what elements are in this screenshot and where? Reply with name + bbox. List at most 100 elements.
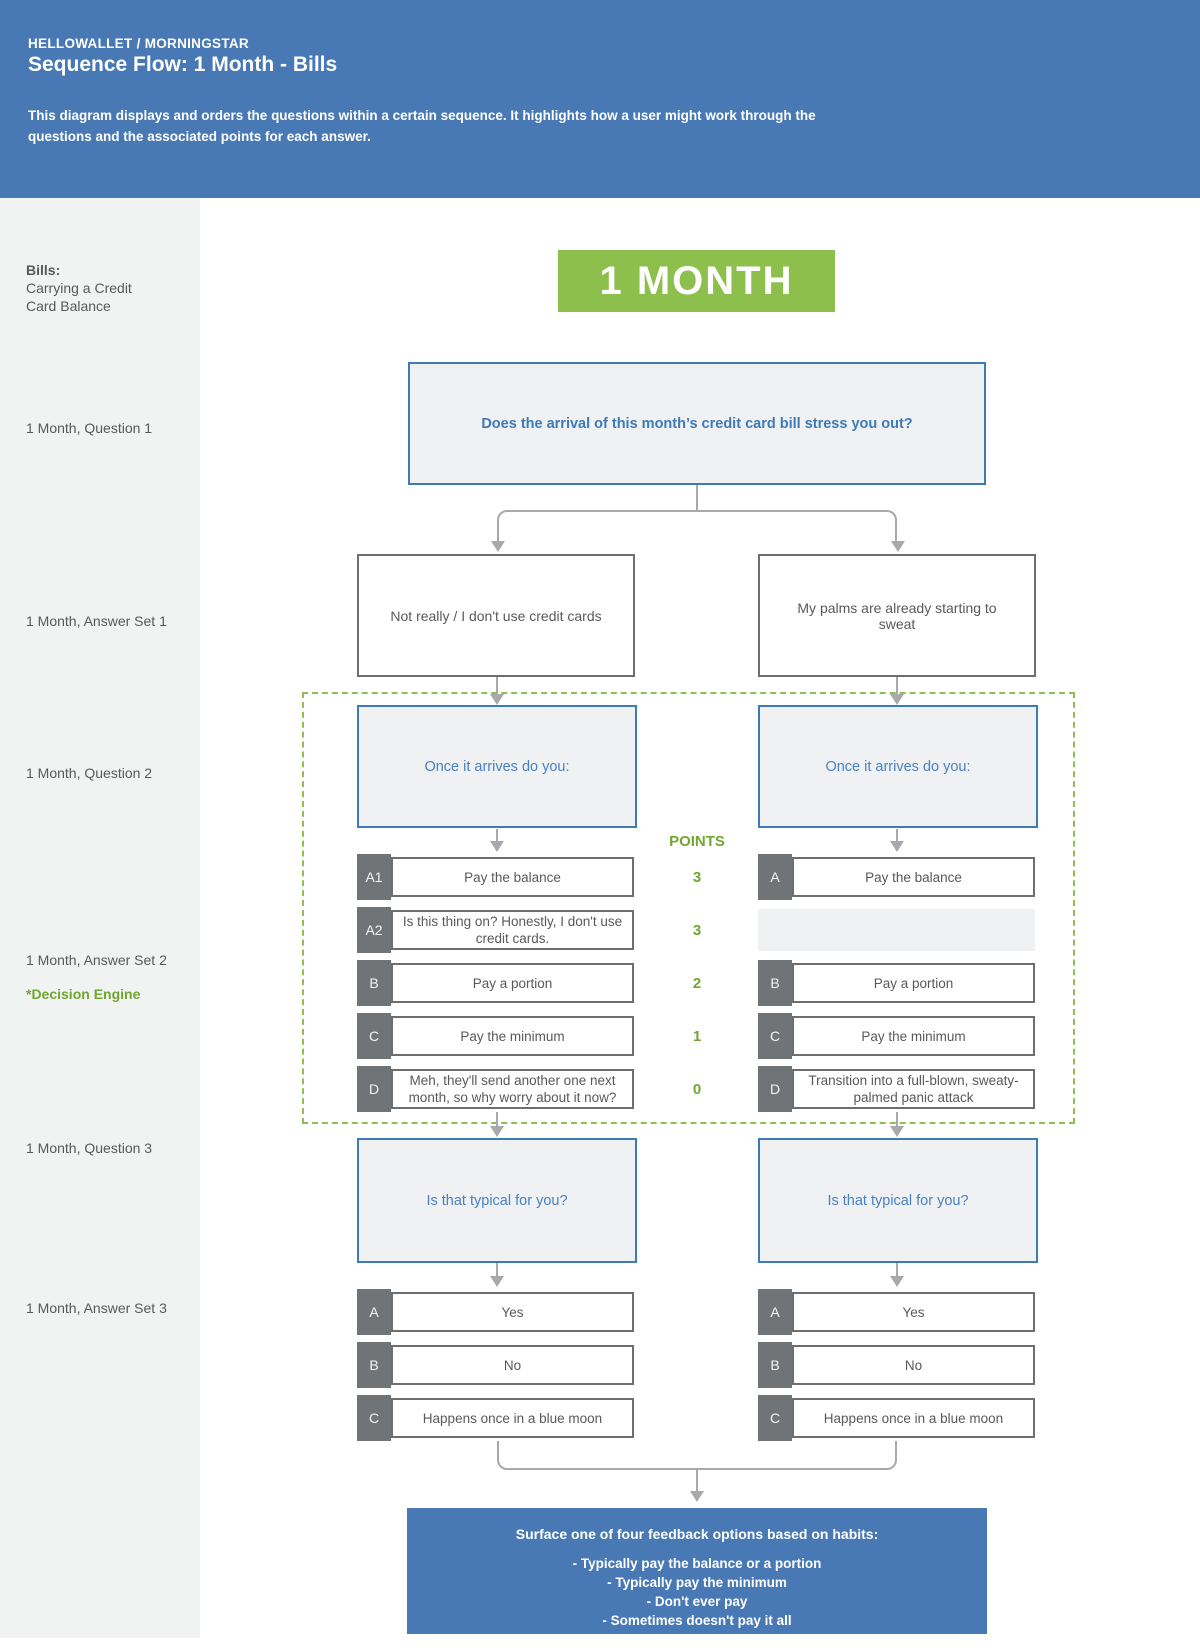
sidebar-label-answer-set1: 1 Month, Answer Set 1 bbox=[26, 613, 167, 629]
arrow-down-icon bbox=[891, 541, 905, 552]
answer-tag: C bbox=[357, 1013, 391, 1059]
month-banner: 1 MONTH bbox=[558, 250, 835, 312]
answer-row-b-left: B No bbox=[357, 1342, 634, 1388]
answer-row-b-right: B Pay a portion bbox=[758, 960, 1035, 1006]
brand-label: HELLOWALLET / MORNINGSTAR bbox=[28, 36, 249, 51]
points-header: POINTS bbox=[669, 833, 725, 850]
answer-text: Pay a portion bbox=[391, 963, 634, 1003]
feedback-option: - Don't ever pay bbox=[646, 1594, 748, 1609]
answer-text: No bbox=[792, 1345, 1035, 1385]
points-value: 0 bbox=[692, 1081, 702, 1098]
question2-right-box: Once it arrives do you: bbox=[758, 705, 1038, 828]
question2-left-box: Once it arrives do you: bbox=[357, 705, 637, 828]
answer-tag: A bbox=[758, 1289, 792, 1335]
answer-text: Yes bbox=[391, 1292, 634, 1332]
feedback-option: - Typically pay the balance or a portion bbox=[572, 1556, 822, 1571]
points-value: 2 bbox=[692, 975, 702, 992]
arrow-down-icon bbox=[491, 541, 505, 552]
answer-row-c-right: C Pay the minimum bbox=[758, 1013, 1035, 1059]
feedback-option: - Typically pay the minimum bbox=[607, 1575, 787, 1590]
sidebar-section-title: Bills: bbox=[26, 262, 61, 278]
answer-text: Pay the balance bbox=[391, 857, 634, 897]
answer-text: Transition into a full-blown, sweaty-pal… bbox=[792, 1069, 1035, 1109]
answer-tag: B bbox=[758, 960, 792, 1006]
answer-tag: C bbox=[357, 1395, 391, 1441]
answer-row-d-right: D Transition into a full-blown, sweaty-p… bbox=[758, 1066, 1035, 1112]
sidebar-label-decision-engine: *Decision Engine bbox=[26, 986, 141, 1002]
answer-text: Is this thing on? Honestly, I don't use … bbox=[391, 910, 634, 950]
connector-stem bbox=[696, 485, 698, 512]
answer-row-c-left: C Pay the minimum bbox=[357, 1013, 634, 1059]
sidebar-label-answer-set3: 1 Month, Answer Set 3 bbox=[26, 1300, 167, 1316]
answer-text: No bbox=[391, 1345, 634, 1385]
connector-split-left bbox=[497, 510, 697, 542]
arrow-down-icon bbox=[490, 841, 504, 852]
connector-merge-right bbox=[697, 1441, 897, 1470]
connector-line bbox=[496, 677, 498, 695]
points-value: 3 bbox=[692, 869, 702, 886]
connector-line bbox=[896, 677, 898, 695]
answer-text: Pay the minimum bbox=[391, 1016, 634, 1056]
points-value: 1 bbox=[692, 1028, 702, 1045]
answer-row-d-left: D Meh, they'll send another one next mon… bbox=[357, 1066, 634, 1112]
answer-tag: B bbox=[758, 1342, 792, 1388]
header: HELLOWALLET / MORNINGSTAR Sequence Flow:… bbox=[0, 0, 1200, 198]
connector-line bbox=[496, 1112, 498, 1127]
points-value: 3 bbox=[692, 922, 702, 939]
sidebar: Bills: Carrying a Credit Card Balance 1 … bbox=[0, 198, 200, 1638]
arrow-down-icon bbox=[890, 1276, 904, 1287]
answer-set1-left-box: Not really / I don't use credit cards bbox=[357, 554, 635, 677]
arrow-down-icon bbox=[690, 1491, 704, 1502]
answer-text: Pay the minimum bbox=[792, 1016, 1035, 1056]
connector-merge-left bbox=[497, 1441, 697, 1470]
connector-line bbox=[496, 829, 498, 842]
answer-tag: C bbox=[758, 1395, 792, 1441]
answer-text: Meh, they'll send another one next month… bbox=[391, 1069, 634, 1109]
sidebar-label-answer-set2: 1 Month, Answer Set 2 bbox=[26, 952, 167, 968]
answer-row-a-left: A Yes bbox=[357, 1289, 634, 1335]
connector-line bbox=[496, 1263, 498, 1277]
arrow-down-icon bbox=[890, 694, 904, 705]
answer-tag: C bbox=[758, 1013, 792, 1059]
answer-row-a2-left: A2 Is this thing on? Honestly, I don't u… bbox=[357, 907, 634, 953]
sidebar-label-question3: 1 Month, Question 3 bbox=[26, 1140, 153, 1156]
question1-box: Does the arrival of this month’s credit … bbox=[408, 362, 986, 485]
answer-row-c-left: C Happens once in a blue moon bbox=[357, 1395, 634, 1441]
decision-engine-region bbox=[302, 692, 1075, 1124]
answer-tag: D bbox=[758, 1066, 792, 1112]
arrow-down-icon bbox=[490, 694, 504, 705]
answer-tag: B bbox=[357, 1342, 391, 1388]
answer-text: Happens once in a blue moon bbox=[792, 1398, 1035, 1438]
connector-line bbox=[896, 829, 898, 842]
answer-text: Pay the balance bbox=[792, 857, 1035, 897]
arrow-down-icon bbox=[890, 1126, 904, 1137]
connector-line bbox=[896, 1112, 898, 1127]
answer-tag: D bbox=[357, 1066, 391, 1112]
answer-text: Yes bbox=[792, 1292, 1035, 1332]
connector-stem bbox=[696, 1470, 698, 1492]
answer-text: Pay a portion bbox=[792, 963, 1035, 1003]
answer-row-b-right: B No bbox=[758, 1342, 1035, 1388]
question3-right-box: Is that typical for you? bbox=[758, 1138, 1038, 1263]
answer-row-a1-left: A1 Pay the balance bbox=[357, 854, 634, 900]
answer-tag: A bbox=[357, 1289, 391, 1335]
answer-tag: A2 bbox=[357, 907, 391, 953]
answer-row-b-left: B Pay a portion bbox=[357, 960, 634, 1006]
answer-tag: B bbox=[357, 960, 391, 1006]
arrow-down-icon bbox=[490, 1126, 504, 1137]
answer-tag: A bbox=[758, 854, 792, 900]
connector-split-right bbox=[697, 510, 897, 542]
answer-row-c-right: C Happens once in a blue moon bbox=[758, 1395, 1035, 1441]
page-description: This diagram displays and orders the que… bbox=[28, 108, 816, 144]
answer-tag: A1 bbox=[357, 854, 391, 900]
connector-line bbox=[896, 1263, 898, 1277]
arrow-down-icon bbox=[890, 841, 904, 852]
feedback-title: Surface one of four feedback options bas… bbox=[515, 1526, 879, 1542]
sidebar-label-question1: 1 Month, Question 1 bbox=[26, 420, 153, 436]
answer-row-a-right: A Yes bbox=[758, 1289, 1035, 1335]
page-title: Sequence Flow: 1 Month - Bills bbox=[28, 53, 338, 76]
feedback-option: - Sometimes doesn't pay it all bbox=[602, 1613, 792, 1628]
answer-row-a-right: A Pay the balance bbox=[758, 854, 1035, 900]
arrow-down-icon bbox=[490, 1276, 504, 1287]
